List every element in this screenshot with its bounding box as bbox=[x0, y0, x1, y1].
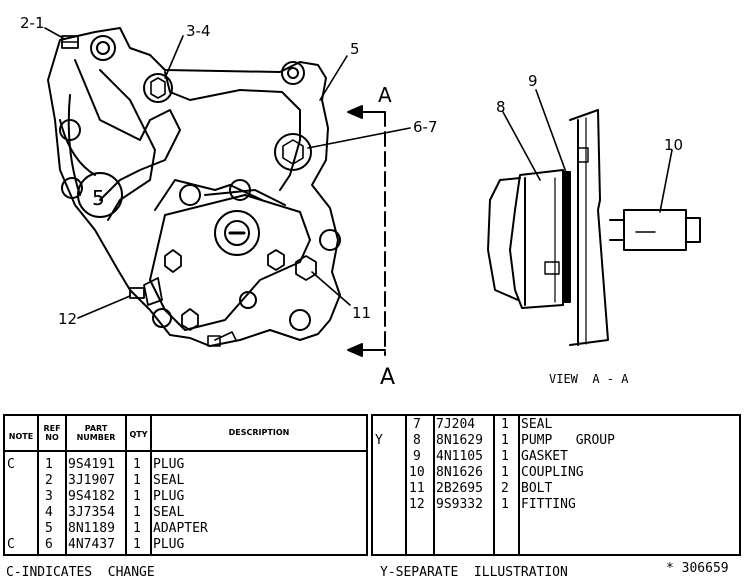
callout-10: 10 bbox=[664, 136, 684, 154]
row-description: SEAL bbox=[153, 505, 185, 520]
callout-5: 5 bbox=[350, 40, 360, 58]
row-qty: 1 bbox=[133, 537, 141, 552]
row-qty: 1 bbox=[133, 489, 141, 504]
section-marker-bottom: A bbox=[380, 365, 396, 390]
row-description: FITTING bbox=[521, 497, 576, 512]
row-part-number: 3J7354 bbox=[68, 505, 115, 520]
row-description: SEAL bbox=[521, 417, 553, 432]
mounting-plate bbox=[569, 109, 609, 346]
callout-9: 9 bbox=[528, 72, 538, 90]
row-description: BOLT bbox=[521, 481, 553, 496]
row-ref: 6 bbox=[45, 537, 53, 552]
parts-illustration: 5 bbox=[44, 27, 701, 357]
footer-separate-legend: Y-SEPARATE ILLUSTRATION bbox=[380, 565, 568, 580]
row-part-number: 3J1907 bbox=[68, 473, 115, 488]
row-ref: 10 bbox=[409, 465, 425, 480]
row-part-number: 8N1189 bbox=[68, 521, 115, 536]
row-note: C bbox=[7, 457, 15, 472]
row-part-number: 2B2695 bbox=[436, 481, 483, 496]
row-qty: 1 bbox=[501, 497, 509, 512]
boss-left-lower bbox=[61, 177, 83, 199]
row-description: PLUG bbox=[153, 489, 185, 504]
row-part-number: 8N1629 bbox=[436, 433, 483, 448]
parts-table-left: NOTE REF NO PART NUMBER QTY DESCRIPTION … bbox=[3, 414, 368, 556]
footer-change-legend: C-INDICATES CHANGE bbox=[6, 565, 155, 580]
row-qty: 1 bbox=[133, 473, 141, 488]
view-label: VIEW A - A bbox=[549, 372, 629, 386]
coupling-10 bbox=[623, 209, 687, 251]
row-description: PLUG bbox=[153, 457, 185, 472]
row-part-number: 7J204 bbox=[436, 417, 476, 432]
row-qty: 1 bbox=[501, 417, 509, 432]
row-part-number: 9S4191 bbox=[68, 457, 115, 472]
row-part-number: 9S4182 bbox=[68, 489, 115, 504]
footer-illustration-number: * 306659 bbox=[666, 561, 729, 576]
parts-table-right: 7 7J204 1 SEAL Y 8 8N1629 1 PUMP GROUP 9… bbox=[371, 414, 741, 556]
fitting-12 bbox=[129, 287, 145, 299]
row-qty: 1 bbox=[501, 433, 509, 448]
header-note: NOTE bbox=[8, 432, 34, 441]
housing-inner-contour bbox=[74, 59, 181, 201]
boss-bottom bbox=[289, 309, 311, 331]
row-ref: 4 bbox=[45, 505, 53, 520]
boss-top-left bbox=[90, 35, 116, 61]
callout-12: 12 bbox=[58, 310, 78, 328]
row-qty: 2 bbox=[501, 481, 509, 496]
bolt-11-a bbox=[295, 255, 317, 281]
row-description: COUPLING bbox=[521, 465, 584, 480]
row-ref: 2 bbox=[45, 473, 53, 488]
row-description: SEAL bbox=[153, 473, 185, 488]
callout-6-7: 6-7 bbox=[413, 118, 438, 136]
row-description: PLUG bbox=[153, 537, 185, 552]
row-qty: 1 bbox=[501, 449, 509, 464]
row-description: ADAPTER bbox=[153, 521, 208, 536]
pump-body-side bbox=[509, 169, 564, 309]
boss-left bbox=[59, 119, 81, 141]
row-ref: 9 bbox=[413, 449, 421, 464]
boss-small bbox=[179, 184, 201, 206]
row-ref: 11 bbox=[409, 481, 425, 496]
pump-shaft bbox=[214, 210, 260, 256]
boss-top-right bbox=[281, 61, 305, 85]
plug-6-7 bbox=[274, 133, 312, 171]
row-description: GASKET bbox=[521, 449, 568, 464]
plug-3-4 bbox=[143, 73, 173, 103]
row-ref: 12 bbox=[409, 497, 425, 512]
row-part-number: 4N7437 bbox=[68, 537, 115, 552]
row-ref: 3 bbox=[45, 489, 53, 504]
row-ref: 5 bbox=[45, 521, 53, 536]
row-part-number: 8N1626 bbox=[436, 465, 483, 480]
row-part-number: 4N1105 bbox=[436, 449, 483, 464]
gasket-9 bbox=[562, 171, 571, 303]
circular-boss-numeral bbox=[77, 172, 123, 218]
row-qty: 1 bbox=[501, 465, 509, 480]
row-note: C bbox=[7, 537, 15, 552]
row-description: PUMP GROUP bbox=[521, 433, 615, 448]
section-marker-top: A bbox=[378, 83, 392, 107]
row-ref: 7 bbox=[413, 417, 421, 432]
pump-group-body bbox=[149, 194, 311, 331]
pump-housing-outline bbox=[47, 27, 341, 347]
row-part-number: 9S9332 bbox=[436, 497, 483, 512]
row-ref: 1 bbox=[45, 457, 53, 472]
row-note: Y bbox=[375, 433, 383, 448]
row-ref: 8 bbox=[413, 433, 421, 448]
header-ref-no: REF NO bbox=[43, 424, 61, 442]
header-description: DESCRIPTION bbox=[228, 428, 290, 437]
header-part-number: PART NUMBER bbox=[76, 424, 116, 442]
row-qty: 1 bbox=[133, 457, 141, 472]
svg-text:5: 5 bbox=[92, 186, 105, 210]
callout-11: 11 bbox=[352, 304, 372, 322]
row-qty: 1 bbox=[133, 505, 141, 520]
row-qty: 1 bbox=[133, 521, 141, 536]
boss-right-mid bbox=[319, 229, 341, 251]
bolt-hex-lower bbox=[181, 308, 199, 331]
bolt-11-b bbox=[267, 249, 285, 271]
header-qty: QTY bbox=[129, 430, 148, 439]
callout-8: 8 bbox=[496, 98, 506, 116]
callout-2-1: 2-1 bbox=[20, 14, 45, 32]
bolt-hex-left bbox=[164, 249, 182, 273]
callout-3-4: 3-4 bbox=[186, 22, 211, 40]
